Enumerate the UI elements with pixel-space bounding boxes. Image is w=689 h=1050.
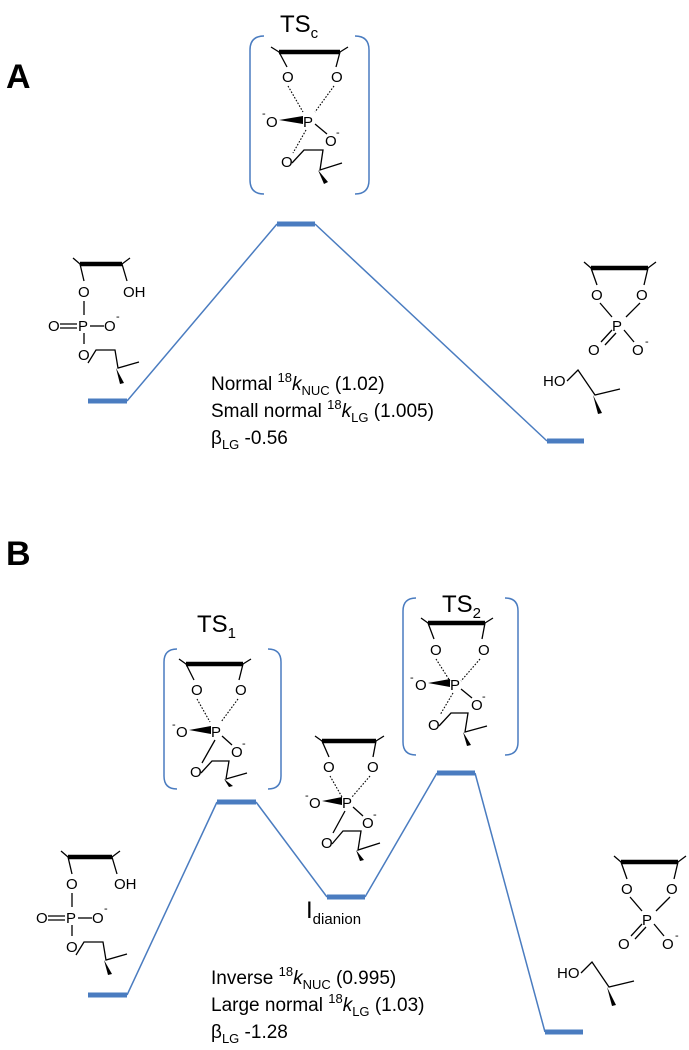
ts-c-structure: O O - O P O - O	[262, 46, 349, 184]
svg-text:O: O	[325, 133, 337, 150]
svg-text:O: O	[78, 347, 90, 364]
intermediate-label: Idianion	[306, 897, 361, 928]
svg-text:P: P	[642, 912, 652, 929]
svg-text:O: O	[632, 342, 644, 359]
svg-text:P: P	[211, 724, 221, 741]
svg-text:O: O	[662, 936, 674, 953]
svg-text:O: O	[621, 881, 633, 898]
kie-a-line-1: Normal 18kNUC (1.02)	[211, 370, 385, 398]
svg-text:-: -	[116, 311, 120, 323]
svg-text:-: -	[675, 930, 679, 942]
svg-text:O: O	[309, 795, 321, 812]
product-a-cyclic-phosphate: O O P O O -	[583, 261, 657, 359]
ts-1-bracket-right	[267, 648, 282, 790]
connector-a-1	[126, 223, 278, 402]
svg-text:O: O	[367, 759, 379, 776]
svg-text:O: O	[430, 642, 442, 659]
svg-text:OH: OH	[123, 284, 146, 301]
connector-b-3	[364, 772, 438, 898]
ts-1-structure: O O - O P O - O	[172, 658, 252, 787]
svg-text:O: O	[321, 835, 333, 852]
svg-text:O: O	[92, 910, 104, 927]
kie-b-line-2: Large normal 18kLG (1.03)	[211, 991, 424, 1019]
svg-text:P: P	[450, 677, 460, 694]
svg-text:O: O	[266, 114, 278, 131]
svg-text:O: O	[636, 287, 648, 304]
svg-text:-: -	[482, 691, 486, 703]
intermediate-structure: O O - O P O - O	[305, 735, 385, 861]
reactant-a-structure: O OH O P O - O	[48, 257, 146, 384]
svg-text:-: -	[242, 738, 246, 750]
svg-text:-: -	[104, 903, 108, 915]
svg-text:-: -	[373, 809, 377, 821]
reactant-b-structure: O OH O P O - O	[36, 850, 137, 975]
panel-a: A TSc O O - O P O - O	[6, 11, 657, 452]
svg-text:HO: HO	[543, 373, 566, 390]
ts-c-bracket-right	[354, 35, 370, 195]
svg-text:O: O	[282, 69, 294, 86]
ts-c-label: TSc	[280, 11, 319, 42]
ts-2-structure: O O - O P O - O	[410, 617, 494, 746]
svg-text:-: -	[305, 790, 309, 802]
svg-text:O: O	[78, 284, 90, 301]
svg-text:O: O	[323, 759, 335, 776]
ts-2-bracket-right	[504, 597, 519, 756]
kie-text-a: Normal 18kNUC (1.02) Small normal 18kLG …	[211, 370, 434, 452]
svg-text:O: O	[478, 642, 490, 659]
svg-text:O: O	[190, 764, 202, 781]
svg-text:OH: OH	[114, 876, 137, 893]
connector-b-2	[255, 801, 328, 898]
connector-b-1	[126, 801, 218, 996]
ts-1-bracket-left	[163, 648, 178, 790]
svg-text:P: P	[66, 910, 76, 927]
product-b-cyclic-phosphate: O O P O O -	[613, 855, 687, 953]
connector-a-2	[314, 223, 548, 442]
svg-text:O: O	[281, 154, 293, 171]
ts-c-bracket-left	[249, 35, 265, 195]
ts-1-label: TS1	[197, 611, 236, 642]
svg-text:O: O	[471, 697, 483, 714]
svg-text:-: -	[172, 719, 176, 731]
svg-text:P: P	[303, 114, 313, 131]
ts-2-label: TS2	[442, 591, 481, 622]
svg-text:-: -	[262, 108, 266, 120]
kie-a-line-3: βLG -0.56	[211, 428, 288, 452]
svg-text:O: O	[66, 876, 78, 893]
svg-text:-: -	[645, 336, 649, 348]
svg-text:O: O	[618, 936, 630, 953]
svg-text:O: O	[666, 881, 678, 898]
svg-text:O: O	[231, 744, 243, 761]
kie-text-b: Inverse 18kNUC (0.995) Large normal 18kL…	[211, 964, 424, 1046]
svg-text:O: O	[235, 682, 247, 699]
svg-text:P: P	[342, 795, 352, 812]
svg-text:O: O	[362, 815, 374, 832]
svg-text:O: O	[331, 69, 343, 86]
svg-text:HO: HO	[557, 965, 580, 982]
kie-a-line-2: Small normal 18kLG (1.005)	[211, 397, 434, 425]
panel-b: B TS1 O O - O P O - O TS2	[6, 535, 687, 1046]
svg-text:P: P	[78, 318, 88, 335]
product-b-alcohol: HO	[557, 960, 635, 1006]
panel-b-letter: B	[6, 535, 31, 573]
kie-b-line-1: Inverse 18kNUC (0.995)	[211, 964, 396, 992]
svg-text:-: -	[336, 127, 340, 139]
svg-text:O: O	[104, 318, 116, 335]
svg-text:O: O	[191, 682, 203, 699]
svg-text:O: O	[36, 910, 48, 927]
svg-text:O: O	[48, 318, 60, 335]
kie-b-line-3: βLG -1.28	[211, 1022, 288, 1046]
svg-text:O: O	[415, 677, 427, 694]
ts-2-bracket-left	[402, 597, 417, 756]
svg-text:O: O	[428, 717, 440, 734]
svg-text:O: O	[588, 342, 600, 359]
product-a-alcohol: HO	[543, 368, 621, 414]
connector-b-4	[474, 772, 546, 1033]
svg-text:-: -	[410, 672, 414, 684]
svg-text:O: O	[176, 724, 188, 741]
svg-text:P: P	[612, 318, 622, 335]
svg-text:O: O	[591, 287, 603, 304]
svg-text:O: O	[66, 939, 78, 956]
panel-a-letter: A	[6, 58, 31, 96]
